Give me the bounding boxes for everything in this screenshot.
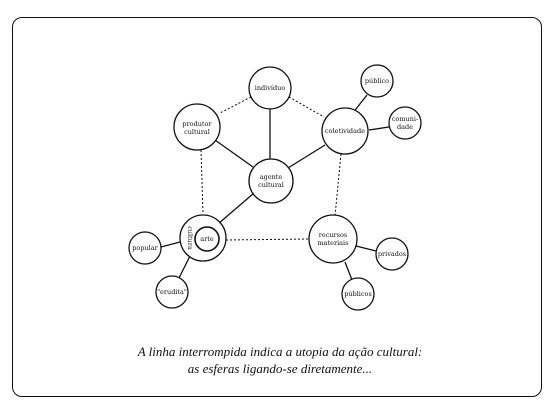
node-recursos-label-line2: materiais xyxy=(318,239,349,247)
diagram-frame xyxy=(12,17,542,397)
node-erudita: "erudita" xyxy=(155,275,189,309)
node-privados-label: privados xyxy=(378,250,406,258)
node-cultura: arte cultura xyxy=(179,214,227,262)
node-cultura-label: cultura xyxy=(186,226,194,250)
node-erudita-label: "erudita" xyxy=(157,288,187,296)
dashed-edge-coletividade-recursos xyxy=(334,153,342,217)
node-arte xyxy=(194,226,220,252)
dashed-edge-individuo-coletividade xyxy=(288,96,325,118)
dashed-edge-produtor-cultura xyxy=(200,149,204,215)
caption-line-2: as esferas ligando-se diretamente... xyxy=(187,361,373,376)
node-privados: privados xyxy=(375,237,409,271)
edge-cultura-erudita xyxy=(178,255,191,279)
edge-produtor-agente xyxy=(214,139,254,168)
node-agente-label-line1: agente xyxy=(260,173,283,181)
node-arte-label: arte xyxy=(200,235,214,243)
edge-cultura-popular xyxy=(160,241,181,248)
node-agente-cultural: agente cultural xyxy=(248,158,294,204)
node-publico-top-label: público xyxy=(365,77,389,85)
node-publico-top: público xyxy=(360,64,394,98)
edge-recursos-publicos xyxy=(344,261,353,281)
node-individuo: indivíduo xyxy=(248,66,292,110)
dashed-edge-individuo-produtor xyxy=(219,96,252,114)
node-coletividade-label: coletividade xyxy=(325,127,365,135)
node-popular: popular xyxy=(128,231,162,265)
diagram-caption: A linha interrompida indica a utopia da … xyxy=(60,343,500,377)
node-popular-label: popular xyxy=(132,244,158,252)
node-publicos-bottom-label: públicos xyxy=(344,290,372,298)
edge-agente-cultura xyxy=(217,192,255,225)
caption-line-1: A linha interrompida indica a utopia da … xyxy=(137,344,423,359)
node-comunidade: comuni- dade xyxy=(388,106,422,140)
node-agente-label-line2: cultural xyxy=(258,181,284,189)
node-produtor-label-line2: cultural xyxy=(184,128,210,136)
node-comunidade-label-line2: dade xyxy=(397,123,413,131)
node-comunidade-label-line1: comuni- xyxy=(392,115,418,123)
node-recursos-label-line1: recursos xyxy=(319,231,347,239)
node-publicos-bottom: públicos xyxy=(341,277,375,311)
edge-coletividade-agente xyxy=(287,144,326,169)
node-coletividade: coletividade xyxy=(321,107,369,155)
edge-recursos-privados xyxy=(355,245,377,252)
node-produtor-cultural: produtor cultural xyxy=(173,103,221,151)
node-recursos-materiais: recursos materiais xyxy=(308,214,358,264)
node-produtor-label-line1: produtor xyxy=(182,120,212,128)
node-individuo-label: indivíduo xyxy=(255,84,286,92)
edge-coletividade-comunidade xyxy=(368,126,390,131)
dashed-edge-cultura-recursos xyxy=(225,238,310,241)
